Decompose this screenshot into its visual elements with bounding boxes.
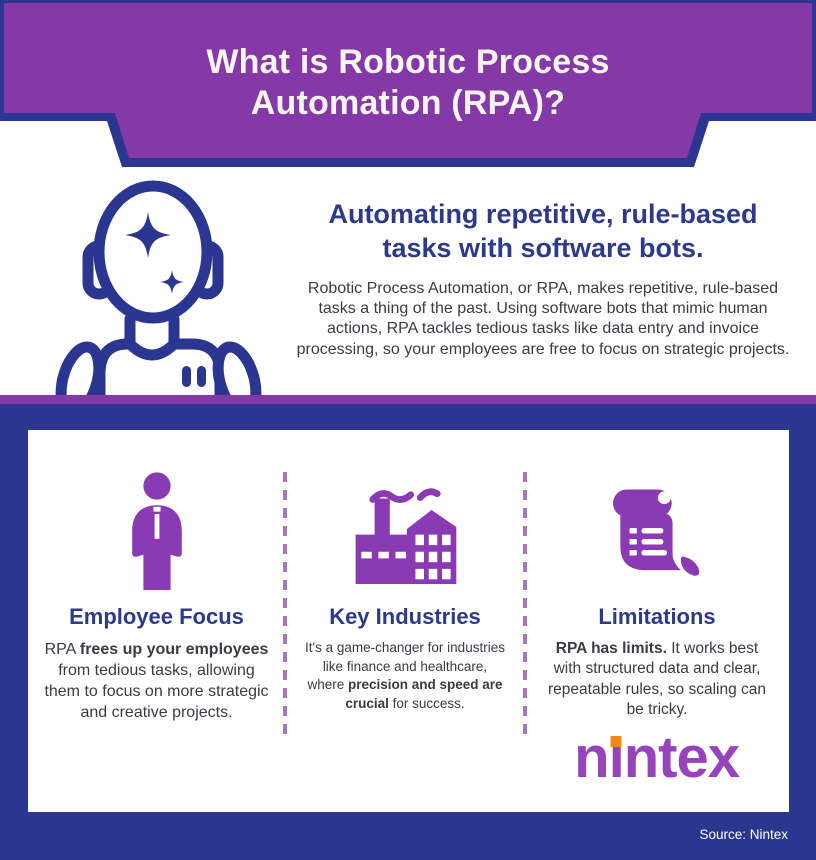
- person-sparkles-icon: [55, 180, 262, 395]
- feature-column-employee-focus: Employee Focus RPA frees up your employe…: [28, 464, 285, 723]
- feature-columns: Employee Focus RPA frees up your employe…: [28, 430, 789, 723]
- feature-column-limitations: Limitations RPA has limits. It works bes…: [525, 464, 789, 723]
- intro-heading: Automating repetitive, rule-based tasks …: [328, 199, 758, 263]
- column-title: Key Industries: [329, 604, 481, 629]
- source-credit: Source: Nintex: [699, 827, 788, 842]
- page-title: What is Robotic Process Automation (RPA)…: [206, 43, 610, 123]
- intro-body: Robotic Process Automation, or RPA, make…: [296, 279, 790, 358]
- feature-column-key-industries: Key Industries It's a game-changer for i…: [285, 464, 525, 723]
- column-body: It's a game-changer for industries like …: [305, 640, 505, 711]
- column-body: RPA has limits. It works best with struc…: [548, 640, 766, 719]
- logo-i-dot: [610, 736, 622, 748]
- purple-divider-strip: [0, 395, 816, 404]
- businessman-icon: [131, 472, 182, 590]
- intro-section: Automating repetitive, rule-based tasks …: [296, 198, 790, 360]
- column-title: Limitations: [598, 604, 716, 629]
- dashed-divider: [523, 472, 527, 738]
- column-title: Employee Focus: [69, 604, 244, 629]
- header-ribbon: [4, 3, 812, 158]
- factory-icon: [355, 488, 457, 585]
- info-card: Employee Focus RPA frees up your employe…: [28, 430, 789, 812]
- scroll-icon: [613, 489, 700, 576]
- bottom-section: Employee Focus RPA frees up your employe…: [0, 404, 816, 860]
- column-body: RPA frees up your employees from tedious…: [44, 641, 269, 722]
- dashed-divider: [283, 472, 287, 738]
